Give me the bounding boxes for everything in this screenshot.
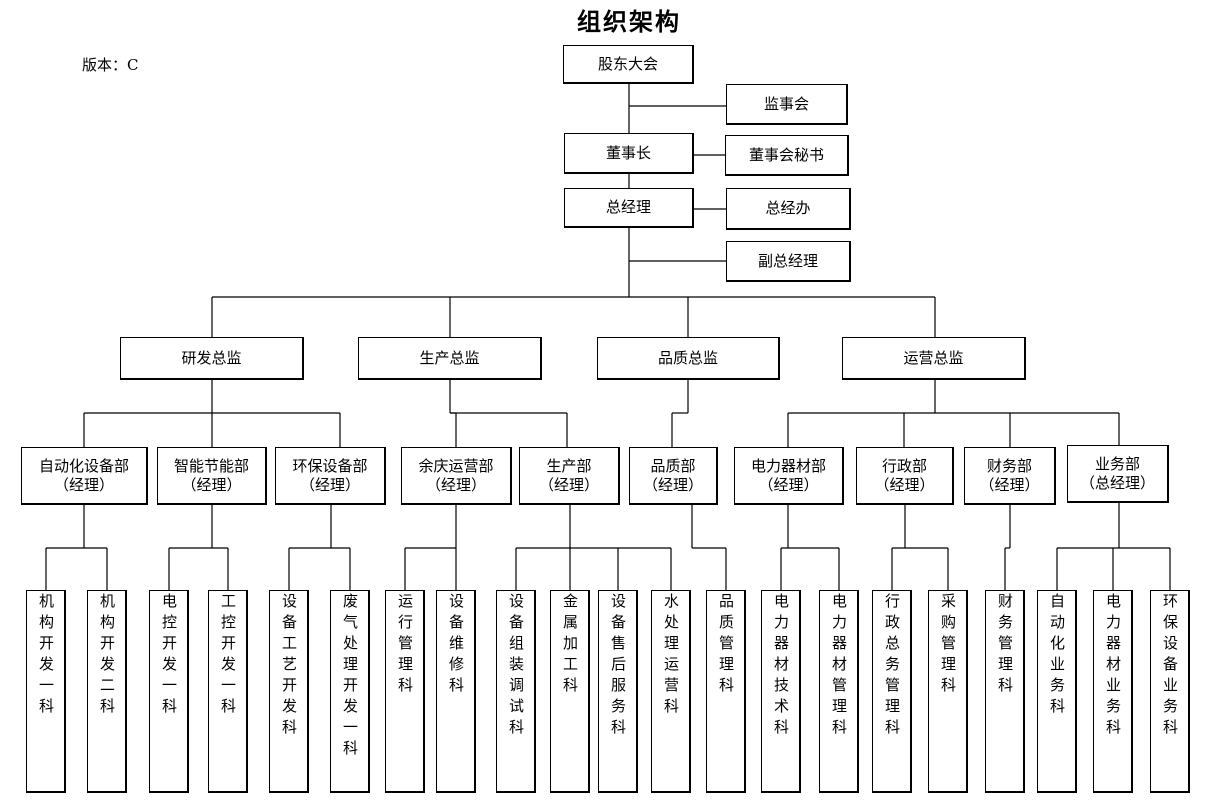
box-section: 电力器材业务科 [1093,590,1133,793]
section-label: 设备售后服务科 [609,593,627,740]
box-director-rd: 研发总监 [120,337,304,380]
box-gm-office: 总经办 [726,188,851,230]
box-dept-quality: 品质部 （经理） [629,447,718,505]
box-section: 金属加工科 [550,590,590,793]
section-label: 水处理运营科 [662,593,680,719]
box-dept-energy-saving: 智能节能部 （经理） [157,447,267,505]
section-label: 行政总务管理科 [883,593,901,740]
box-section: 机构开发二科 [87,590,127,793]
box-dept-yuqing-ops: 余庆运营部 （经理） [401,447,512,505]
section-label: 电力器材业务科 [1104,593,1122,740]
box-section: 设备维修科 [436,590,476,793]
box-dept-business: 业务部 （总经理） [1067,445,1169,503]
box-deputy-gm: 副总经理 [726,241,851,282]
box-section: 电力器材技术科 [761,590,801,793]
section-label: 运行管理科 [396,593,414,698]
box-dept-admin: 行政部 （经理） [856,447,954,505]
box-dept-env-equipment: 环保设备部 （经理） [275,447,386,505]
box-section: 财务管理科 [985,590,1025,793]
box-section: 行政总务管理科 [872,590,912,793]
box-chairman: 董事长 [564,133,694,174]
box-section: 机构开发一科 [26,590,66,793]
box-section: 设备售后服务科 [598,590,638,793]
box-section: 废气处理开发一科 [330,590,370,793]
box-section: 电控开发一科 [149,590,189,793]
box-section: 工控开发一科 [208,590,248,793]
box-section: 自动化业务科 [1037,590,1077,793]
section-label: 电力器材管理科 [830,593,848,740]
box-board-secretary: 董事会秘书 [725,135,849,176]
box-director-operations: 运营总监 [842,337,1026,380]
box-section: 水处理运营科 [651,590,691,793]
section-label: 采购管理科 [939,593,957,698]
box-shareholders: 股东大会 [563,45,694,84]
box-director-quality: 品质总监 [597,337,780,380]
box-section: 运行管理科 [385,590,425,793]
section-label: 金属加工科 [561,593,579,698]
section-label: 设备组装调试科 [507,593,525,740]
section-label: 电力器材技术科 [772,593,790,740]
box-section: 设备工艺开发科 [269,590,309,793]
box-dept-power-equipment: 电力器材部 （经理） [734,447,844,505]
section-label: 机构开发一科 [37,593,55,719]
version-label: 版本：C [82,56,139,74]
box-section: 电力器材管理科 [819,590,859,793]
section-label: 设备维修科 [447,593,465,698]
section-label: 自动化业务科 [1048,593,1066,719]
box-dept-finance: 财务部 （经理） [964,447,1056,505]
section-label: 财务管理科 [996,593,1014,698]
box-supervisory-board: 监事会 [726,84,848,125]
section-label: 品质管理科 [717,593,735,698]
page-title: 组织架构 [577,7,681,36]
box-section: 采购管理科 [928,590,968,793]
section-label: 机构开发二科 [98,593,116,719]
section-label: 设备工艺开发科 [280,593,298,740]
section-label: 电控开发一科 [160,593,178,719]
box-section: 品质管理科 [706,590,746,793]
section-label: 环保设备业务科 [1161,593,1179,740]
box-director-production: 生产总监 [358,337,542,380]
box-general-manager: 总经理 [564,188,694,228]
section-label: 工控开发一科 [219,593,237,719]
box-section: 设备组装调试科 [496,590,536,793]
section-label: 废气处理开发一科 [341,593,359,761]
box-dept-production: 生产部 （经理） [519,447,620,505]
box-section: 环保设备业务科 [1150,590,1190,793]
box-dept-automation: 自动化设备部 （经理） [21,447,148,505]
